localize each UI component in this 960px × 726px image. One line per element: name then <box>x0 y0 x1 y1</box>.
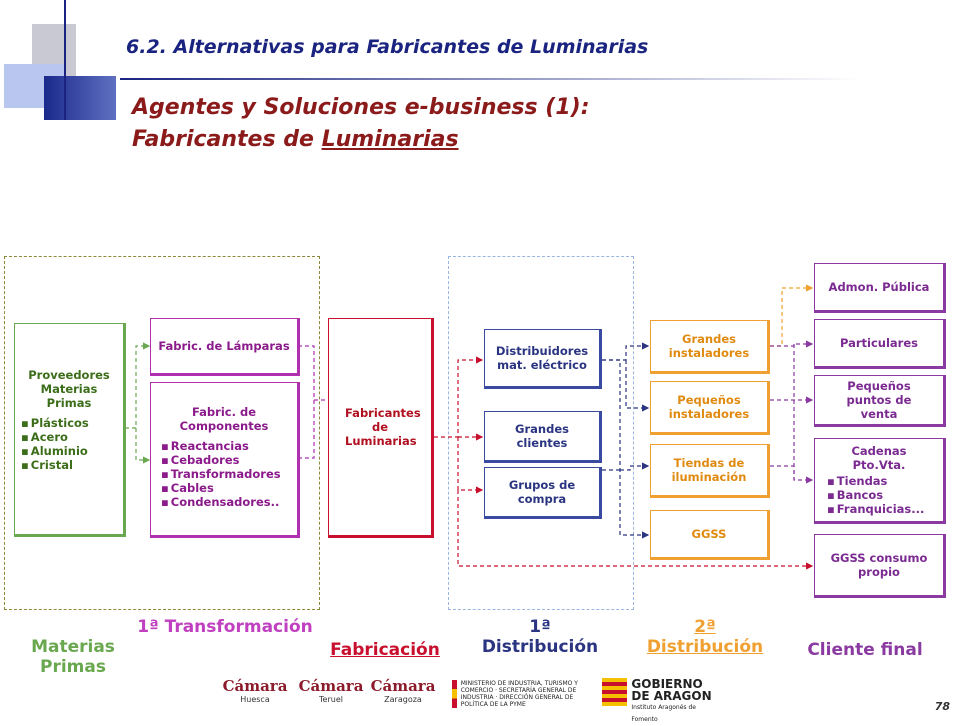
box-grandes-instaladores: Grandes instaladores <box>650 320 770 374</box>
box-title: Proveedores Materias Primas <box>28 368 110 410</box>
gobierno-line2: DE ARAGON <box>631 689 712 703</box>
box-cadenas-pto-vta: Cadenas Pto.Vta. Tiendas Bancos Franquic… <box>814 438 946 524</box>
components-list: Reactancias Cebadores Transformadores Ca… <box>157 439 291 509</box>
list-item: Cables <box>161 481 291 495</box>
box-label: GGSS <box>691 527 727 541</box>
ministry-text: MINISTERIO DE INDUSTRIA, TURISMO Y COMER… <box>460 680 578 708</box>
box-label: Pequeños puntos de venta <box>846 379 912 421</box>
page-title-underlined: Luminarias <box>321 127 459 152</box>
box-grupos-compra: Grupos de compra <box>484 467 602 519</box>
logo-name: Cámara <box>298 677 364 695</box>
gobierno-line1: GOBIERNO <box>631 677 703 691</box>
box-admon-publica: Admon. Pública <box>814 263 946 313</box>
list-item: Bancos <box>827 488 937 502</box>
stage-cliente-final: Cliente final <box>807 640 923 660</box>
list-item: Transformadores <box>161 467 291 481</box>
materials-list: Plásticos Acero Aluminio Cristal <box>21 416 117 472</box>
first-distribution-region <box>448 256 634 610</box>
box-distribuidores: Distribuidores mat. eléctrico <box>484 329 602 389</box>
page-title: Agentes y Soluciones e-business (1): Fab… <box>132 92 590 156</box>
list-item: Condensadores.. <box>161 495 291 509</box>
logo-name: Cámara <box>222 677 288 695</box>
chains-list: Tiendas Bancos Franquicias... <box>821 474 937 516</box>
gobierno-sub: Instituto Aragonés de Fomento <box>631 704 696 723</box>
stage-fabricacion: Fabricación <box>330 640 440 660</box>
page-title-line2: Fabricantes de Luminarias <box>132 124 590 156</box>
box-label: Fabric. de Lámparas <box>158 339 290 353</box>
gobierno-aragon-logo: GOBIERNO DE ARAGON Instituto Aragonés de… <box>602 677 722 723</box>
page-number: 78 <box>934 700 950 713</box>
list-item: Tiendas <box>827 474 937 488</box>
box-label: Pequeños instaladores <box>668 393 750 421</box>
box-label: Fabricantes de Luminarias <box>345 406 421 448</box>
box-fabric-lamparas: Fabric. de Lámparas <box>150 318 300 376</box>
header-decoration-line <box>64 0 66 120</box>
logo-sub: Huesca <box>240 695 270 704</box>
box-label: GGSS consumo propio <box>830 551 928 579</box>
header-decoration-square <box>44 76 116 120</box>
list-item: Cristal <box>21 458 117 472</box>
box-label: Distribuidores mat. eléctrico <box>495 344 589 372</box>
logo-sub: Teruel <box>319 695 343 704</box>
list-item: Cebadores <box>161 453 291 467</box>
box-ggss-consumo-propio: GGSS consumo propio <box>814 534 946 598</box>
box-pequenos-instaladores: Pequeños instaladores <box>650 381 770 435</box>
box-fabricantes-luminarias: Fabricantes de Luminarias <box>328 318 434 538</box>
box-label: Grupos de compra <box>508 478 576 506</box>
box-title: Cadenas Pto.Vta. <box>851 444 907 472</box>
box-pequenos-puntos-venta: Pequeños puntos de venta <box>814 375 946 427</box>
camara-zaragoza-logo: Cámara Zaragoza <box>370 677 436 706</box>
logo-sub: Zaragoza <box>384 695 422 704</box>
box-label: Grandes clientes <box>515 422 569 450</box>
box-grandes-clientes: Grandes clientes <box>484 411 602 463</box>
logo-name: Cámara <box>370 677 436 695</box>
header-decoration-line <box>120 78 860 80</box>
box-label: Admon. Pública <box>828 280 930 294</box>
box-label: Tiendas de iluminación <box>671 456 747 484</box>
list-item: Acero <box>21 430 117 444</box>
box-label: Grandes instaladores <box>668 332 750 360</box>
stage-materias-primas: Materias Primas <box>31 637 115 677</box>
box-label: Particulares <box>839 336 918 350</box>
page-title-line1: Agentes y Soluciones e-business (1): <box>132 95 590 120</box>
stage-primera-transformacion: 1ª Transformación <box>137 617 313 637</box>
box-title: Fabric. de Componentes <box>179 405 269 433</box>
aragon-flag-icon <box>602 678 628 706</box>
camara-teruel-logo: Cámara Teruel <box>298 677 364 706</box>
box-fabric-componentes: Fabric. de Componentes Reactancias Cebad… <box>150 382 300 538</box>
box-ggss: GGSS <box>650 510 770 560</box>
list-item: Franquicias... <box>827 502 937 516</box>
ministry-logo: MINISTERIO DE INDUSTRIA, TURISMO Y COMER… <box>452 680 584 710</box>
box-proveedores-materias-primas: Proveedores Materias Primas Plásticos Ac… <box>14 323 126 537</box>
section-title: 6.2. Alternativas para Fabricantes de Lu… <box>126 36 649 58</box>
page-title-prefix: Fabricantes de <box>132 127 322 152</box>
box-tiendas-iluminacion: Tiendas de iluminación <box>650 444 770 498</box>
stage-primera-distribucion: 1ª Distribución <box>481 617 599 657</box>
gobierno-text: GOBIERNO DE ARAGON Instituto Aragonés de… <box>631 677 722 723</box>
list-item: Reactancias <box>161 439 291 453</box>
list-item: Aluminio <box>21 444 117 458</box>
box-particulares: Particulares <box>814 319 946 369</box>
camara-huesca-logo: Cámara Huesca <box>222 677 288 706</box>
crest-icon <box>452 680 457 708</box>
raw-materials-region <box>4 256 320 610</box>
stage-segunda-distribucion: 2ª Distribución <box>646 617 764 657</box>
list-item: Plásticos <box>21 416 117 430</box>
